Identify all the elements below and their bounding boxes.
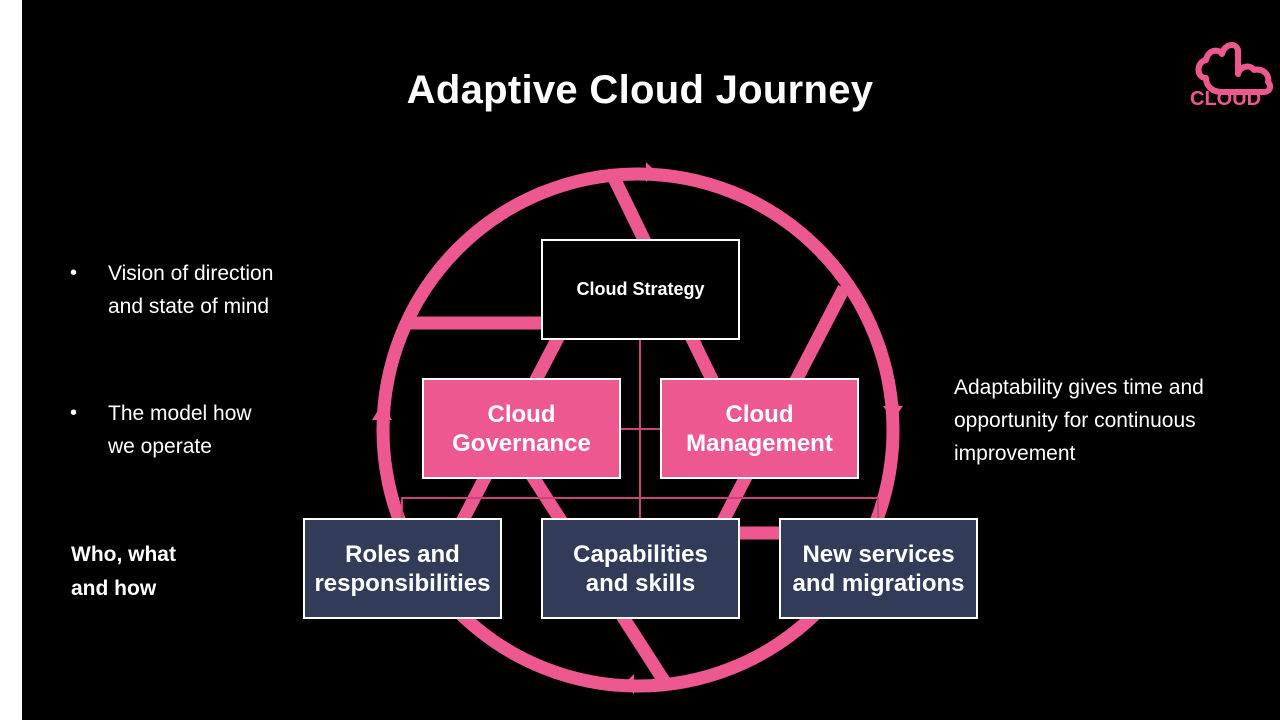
node-cloud-management: Cloud Management: [660, 378, 859, 479]
who-line-1: Who, what: [71, 543, 176, 566]
node-cloud-governance: Cloud Governance: [422, 378, 621, 479]
node-cloud-strategy: Cloud Strategy: [541, 239, 740, 340]
bullet-1-line-1: Vision of direction: [108, 262, 274, 285]
node-label: Capabilities and skills: [573, 540, 708, 597]
bullet-dot-icon: •: [70, 262, 78, 284]
node-label: Cloud Management: [686, 400, 833, 457]
node-roles-responsibilities: Roles and responsibilities: [303, 518, 502, 619]
logo-text: CLOUD: [1190, 88, 1262, 110]
arrow-top-right-icon: [646, 162, 656, 182]
bullet-dot-icon: •: [70, 402, 78, 424]
slide: Adaptive Cloud Journey CLOUD • Vision of…: [22, 0, 1280, 720]
bullet-2-line-1: The model how: [108, 402, 252, 425]
adaptability-note: Adaptability gives time and opportunity …: [954, 376, 1204, 465]
node-new-services-migrations: New services and migrations: [779, 518, 978, 619]
arrow-left-up-icon: [372, 404, 392, 420]
node-label: Roles and responsibilities: [314, 540, 491, 597]
cycle-ring: [376, 167, 900, 693]
bullet-list: • Vision of direction and state of mind …: [22, 0, 342, 720]
node-label: Cloud Strategy: [576, 279, 705, 299]
node-capabilities-skills: Capabilities and skills: [541, 518, 740, 619]
connector-line: [401, 497, 879, 518]
slide-title: Adaptive Cloud Journey: [406, 68, 874, 112]
node-label: New services and migrations: [792, 540, 965, 597]
node-label: Cloud Governance: [452, 400, 591, 457]
who-line-2: and how: [71, 577, 157, 600]
arrow-bottom-left-icon: [624, 674, 634, 694]
arrow-right-down-icon: [883, 406, 903, 420]
bullet-2-line-2: we operate: [108, 435, 212, 458]
cloud-logo-icon: [1195, 42, 1274, 95]
bullet-1-line-2: and state of mind: [108, 295, 270, 318]
who-what-how-label: Who, what and how: [71, 538, 176, 606]
